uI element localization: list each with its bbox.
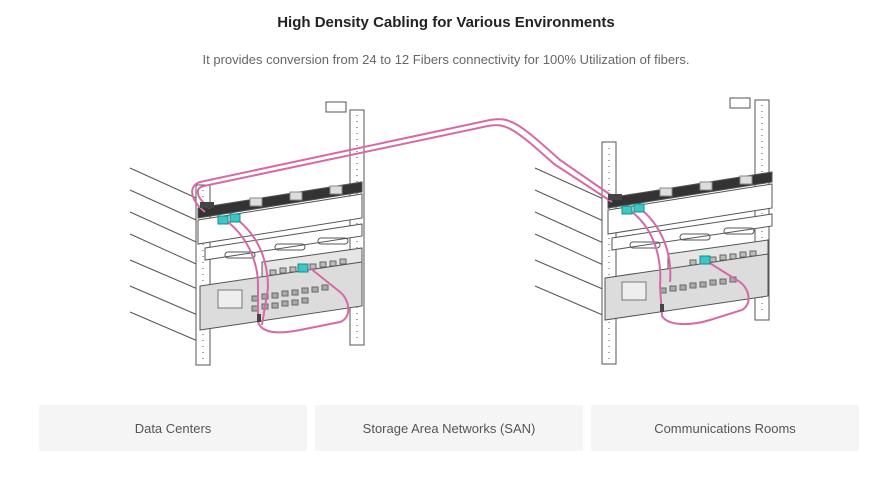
cable-ties — [200, 194, 664, 322]
tile-label: Storage Area Networks (SAN) — [362, 420, 536, 436]
tile-storage-area-networks[interactable]: Storage Area Networks (SAN) — [315, 405, 583, 451]
fiber-connectors — [217, 203, 711, 273]
tile-communications-rooms[interactable]: Communications Rooms — [591, 405, 859, 451]
page-title: High Density Cabling for Various Environ… — [277, 14, 615, 31]
tile-data-centers[interactable]: Data Centers — [39, 405, 307, 451]
left-rack — [129, 101, 365, 366]
fiber-cables — [191, 118, 750, 334]
page-subtitle: It provides conversion from 24 to 12 Fib… — [202, 52, 690, 67]
tile-label: Communications Rooms — [654, 420, 796, 436]
environment-tiles: Data Centers Storage Area Networks (SAN)… — [39, 405, 859, 451]
right-rack — [534, 97, 773, 365]
tile-label: Data Centers — [134, 420, 212, 436]
cabling-diagram — [129, 97, 773, 366]
